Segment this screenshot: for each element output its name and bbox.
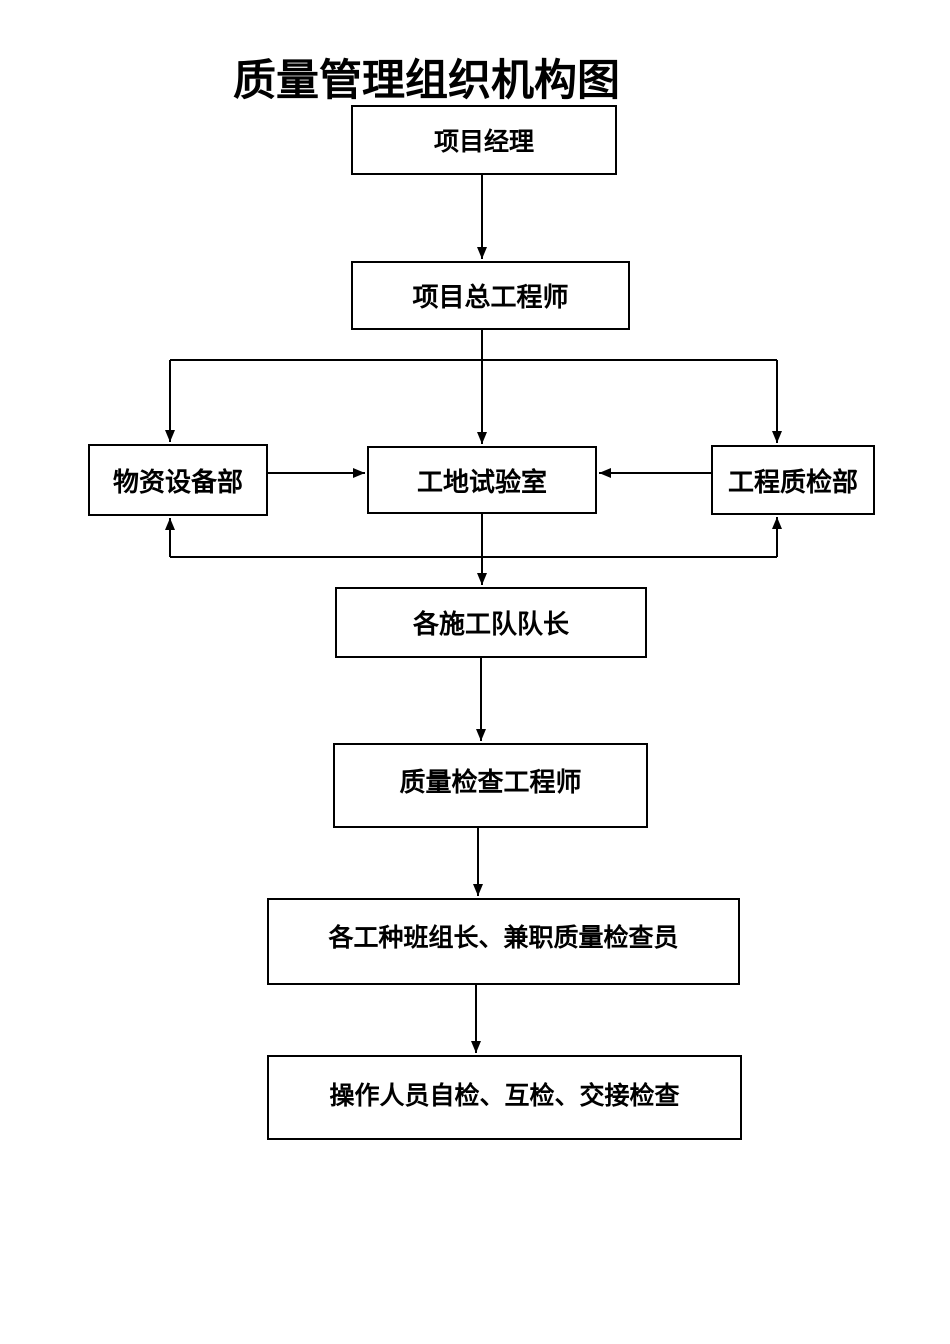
node-engineering-quality-dept: 工程质检部 — [711, 445, 875, 515]
node-trade-group-leaders: 各工种班组长、兼职质量检查员 — [267, 898, 740, 985]
node-project-manager: 项目经理 — [351, 105, 617, 175]
node-site-laboratory: 工地试验室 — [367, 446, 597, 514]
node-chief-engineer: 项目总工程师 — [351, 261, 630, 330]
node-operators-inspection: 操作人员自检、互检、交接检查 — [267, 1055, 742, 1140]
diagram-title: 质量管理组织机构图 — [233, 57, 620, 105]
node-material-equipment-dept: 物资设备部 — [88, 444, 268, 516]
node-construction-team-leaders: 各施工队队长 — [335, 587, 647, 658]
node-quality-inspection-engineer: 质量检查工程师 — [333, 743, 648, 828]
